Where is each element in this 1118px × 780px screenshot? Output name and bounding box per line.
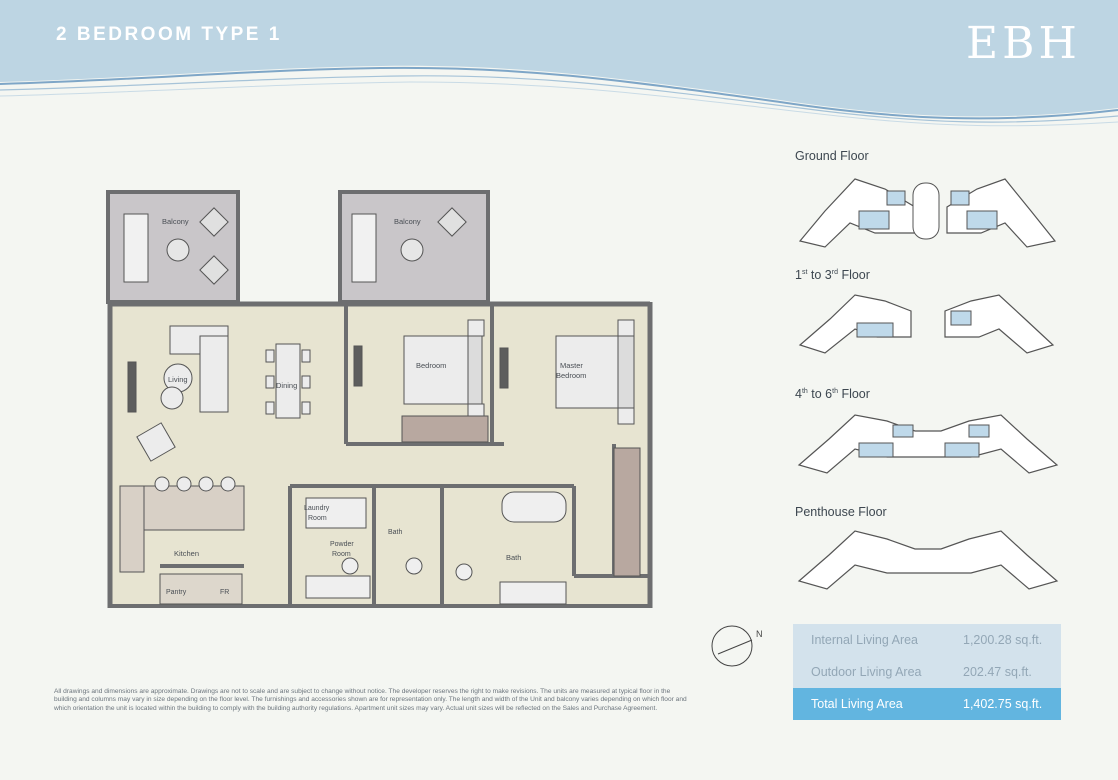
keyplan-label-4-6: 4th to 6th Floor — [795, 387, 870, 401]
floor-plan: Balcony Balcony Living Dining Bedroom Ma… — [106, 190, 653, 608]
wave-banner — [0, 0, 1118, 127]
room-label-bedroom: Bedroom — [416, 361, 446, 370]
room-label-master-2: Bedroom — [556, 371, 586, 380]
compass-north-label: N — [756, 629, 763, 639]
compass-icon: N — [711, 625, 763, 667]
keyplan-floors-4-6 — [797, 414, 1059, 474]
room-label-balcony-right: Balcony — [394, 217, 421, 226]
room-label-dining: Dining — [276, 381, 297, 390]
keyplan-label-1-3: 1st to 3rd Floor — [795, 268, 870, 282]
disclaimer-text: All drawings and dimensions are approxim… — [54, 688, 687, 712]
bedroom-bed — [353, 319, 489, 443]
keyplan-penthouse — [797, 530, 1059, 590]
balcony-left — [106, 190, 240, 304]
kitchen-counter — [119, 476, 245, 605]
living-furniture — [127, 325, 229, 462]
room-label-balcony-left: Balcony — [162, 217, 189, 226]
room-label-powder-1: Powder — [330, 541, 354, 548]
room-label-master-1: Master — [560, 361, 583, 370]
interior-walls — [160, 304, 650, 606]
area-value: 202.47 sq.ft. — [963, 665, 1032, 679]
balcony-right — [338, 190, 490, 304]
room-label-bath-small: Bath — [388, 529, 403, 536]
room-label-laundry-1: Laundry — [304, 505, 330, 512]
room-label-laundry-2: Room — [308, 515, 327, 522]
area-total-value: 1,402.75 sq.ft. — [963, 697, 1043, 711]
brand-logo: EBH — [966, 18, 1081, 69]
area-value: 1,200.28 sq.ft. — [963, 633, 1043, 647]
area-row-total: Total Living Area 1,402.75 sq.ft. — [793, 688, 1061, 720]
area-label: Internal Living Area — [811, 633, 919, 647]
area-label: Outdoor Living Area — [811, 665, 922, 679]
keyplan-floors-1-3 — [798, 294, 1055, 354]
room-label-living: Living — [168, 375, 188, 384]
room-label-pantry: Pantry — [166, 589, 187, 596]
room-label-powder-2: Room — [332, 551, 351, 558]
room-label-fridge: FR — [220, 589, 229, 596]
area-row-outdoor: Outdoor Living Area 202.47 sq.ft. — [793, 656, 1061, 688]
area-table: Internal Living Area 1,200.28 sq.ft. Out… — [793, 624, 1061, 720]
master-bedroom-bed — [499, 319, 641, 577]
room-label-kitchen: Kitchen — [174, 549, 199, 558]
bath-fixtures — [305, 491, 567, 605]
header-banner: 2 BEDROOM TYPE 1 EBH — [0, 0, 1118, 135]
keyplan-label-ground: Ground Floor — [795, 149, 869, 163]
page-title: 2 BEDROOM TYPE 1 — [56, 24, 282, 45]
keyplan-label-penthouse: Penthouse Floor — [795, 505, 887, 519]
area-total-label: Total Living Area — [811, 697, 903, 711]
room-label-bath-main: Bath — [506, 553, 521, 562]
keyplan-ground — [798, 178, 1057, 248]
dining-table — [265, 343, 311, 419]
area-row-internal: Internal Living Area 1,200.28 sq.ft. — [793, 624, 1061, 656]
